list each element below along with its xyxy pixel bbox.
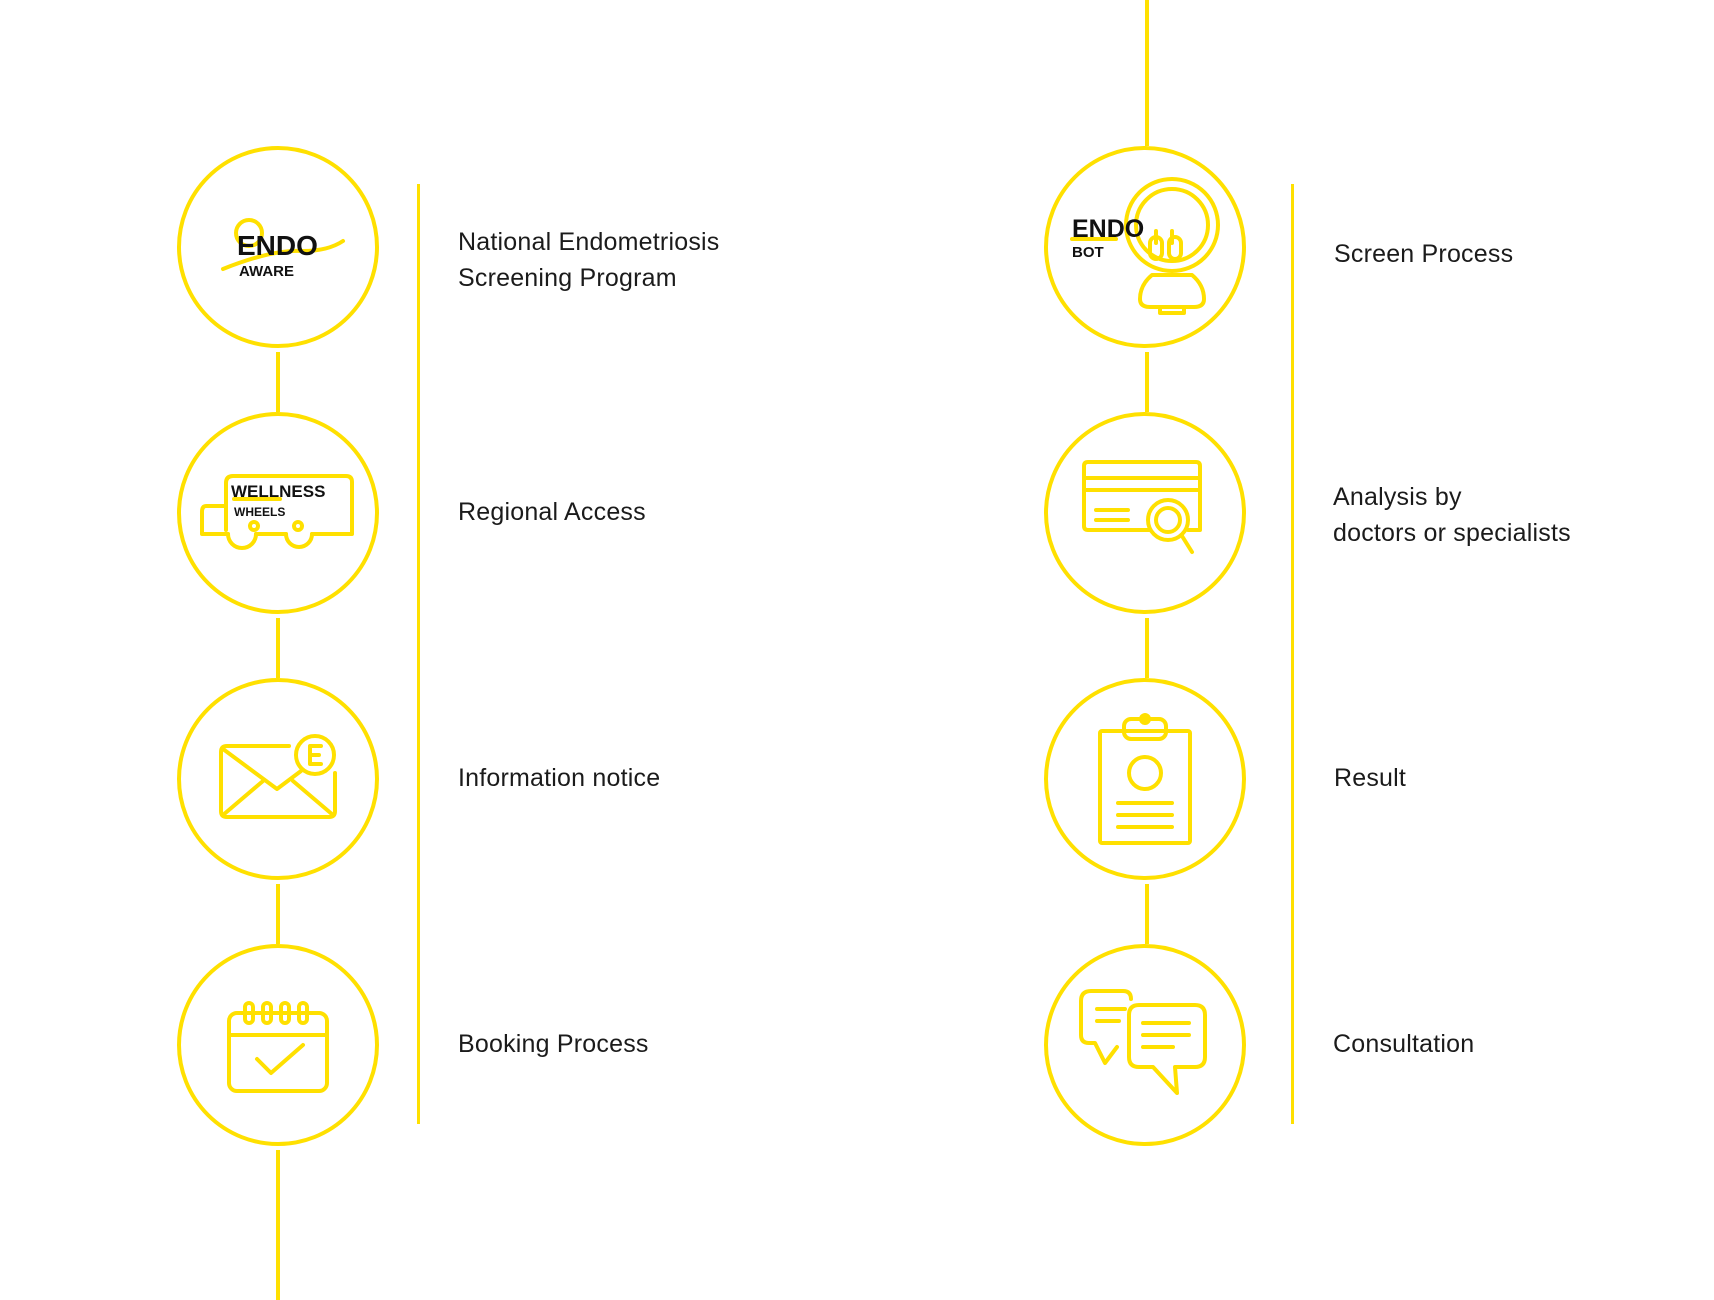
left-divider [417, 184, 420, 1124]
envelope-icon [219, 734, 337, 819]
step-label-booking-process: Booking Process [458, 1030, 649, 1058]
step-label-regional-access: Regional Access [458, 498, 646, 526]
step-circle-analysis [1044, 412, 1246, 614]
right-connector-2-3 [1145, 618, 1149, 678]
step-circle-information [177, 678, 379, 880]
right-connector-top [1145, 0, 1149, 146]
chat-bubbles-icon [1079, 989, 1207, 1095]
right-connector-3-4 [1145, 884, 1149, 944]
left-connector-bottom [276, 1150, 280, 1300]
step-circle-endobot: ENDO BOT [1044, 146, 1246, 348]
left-connector-2-3 [276, 618, 280, 678]
wellness-logo-top: WELLNESS [231, 482, 325, 501]
step-label-screen-process: Screen Process [1334, 240, 1514, 268]
endoaware-logo-bottom: AWARE [239, 263, 294, 280]
right-connector-1-2 [1145, 352, 1149, 412]
step-label-information-notice: Information notice [458, 764, 661, 792]
step-label-national-program: National Endometriosis Screening Program [458, 228, 720, 292]
left-connector-1-2 [276, 352, 280, 412]
calendar-check-icon [227, 1001, 329, 1093]
left-connector-3-4 [276, 884, 280, 944]
document-magnifier-icon [1082, 460, 1202, 554]
endoaware-logo-icon: ENDO AWARE [221, 218, 345, 280]
step-label-analysis: Analysis by doctors or specialists [1333, 483, 1571, 547]
wellness-logo-bottom: WHEELS [234, 505, 285, 519]
endoaware-logo-top: ENDO [237, 230, 318, 261]
endobot-logo-top: ENDO [1072, 215, 1144, 243]
endobot-logo-bottom: BOT [1072, 244, 1104, 261]
step-circle-endoaware: ENDO AWARE [177, 146, 379, 348]
clipboard-report-icon [1098, 713, 1192, 845]
endobot-logo-icon: ENDO BOT [1070, 177, 1220, 315]
step-label-consultation: Consultation [1333, 1030, 1475, 1058]
step-circle-wellness-wheels: WELLNESS WHEELS [177, 412, 379, 614]
step-circle-booking [177, 944, 379, 1146]
wellness-wheels-bus-icon: WELLNESS WHEELS [200, 474, 354, 550]
step-label-result: Result [1334, 764, 1407, 792]
step-circle-consultation [1044, 944, 1246, 1146]
step-circle-result [1044, 678, 1246, 880]
right-divider [1291, 184, 1294, 1124]
